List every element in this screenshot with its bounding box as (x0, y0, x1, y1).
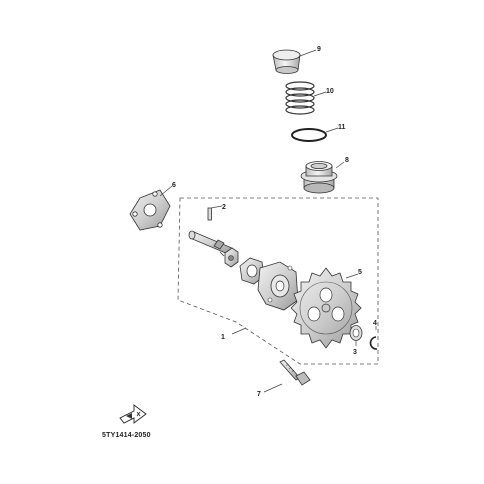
callout-11: 11 (338, 124, 346, 131)
part-5-sprocket (290, 267, 362, 349)
part-1-pump-body (257, 261, 299, 311)
part-9-cap (272, 49, 301, 74)
part-10-spring (285, 81, 315, 115)
callout-3: 3 (353, 349, 357, 356)
part-8-plug (300, 161, 338, 194)
reference-code: 5TY1414-2050 (102, 432, 151, 439)
callout-4: 4 (373, 320, 377, 327)
leader-lines (159, 49, 377, 393)
callout-7: 7 (257, 391, 261, 398)
callout-6: 6 (172, 182, 176, 189)
callout-10: 10 (326, 88, 334, 95)
part-1-inner-rotor (224, 247, 239, 268)
forward-arrow-badge-icon (119, 404, 147, 424)
part-4-circlip (369, 336, 378, 350)
callout-2: 2 (222, 204, 226, 211)
callout-1: 1 (221, 334, 225, 341)
part-3-washer (349, 325, 363, 341)
assembly-outline (177, 197, 379, 365)
callout-9: 9 (317, 46, 321, 53)
callout-8: 8 (345, 157, 349, 164)
part-6-cover (129, 189, 171, 231)
callout-5: 5 (358, 269, 362, 276)
part-7-bolt (279, 359, 311, 386)
part-2-pin (207, 207, 212, 221)
part-1-outer-rotor (239, 257, 265, 285)
part-11-o-ring (291, 128, 327, 142)
